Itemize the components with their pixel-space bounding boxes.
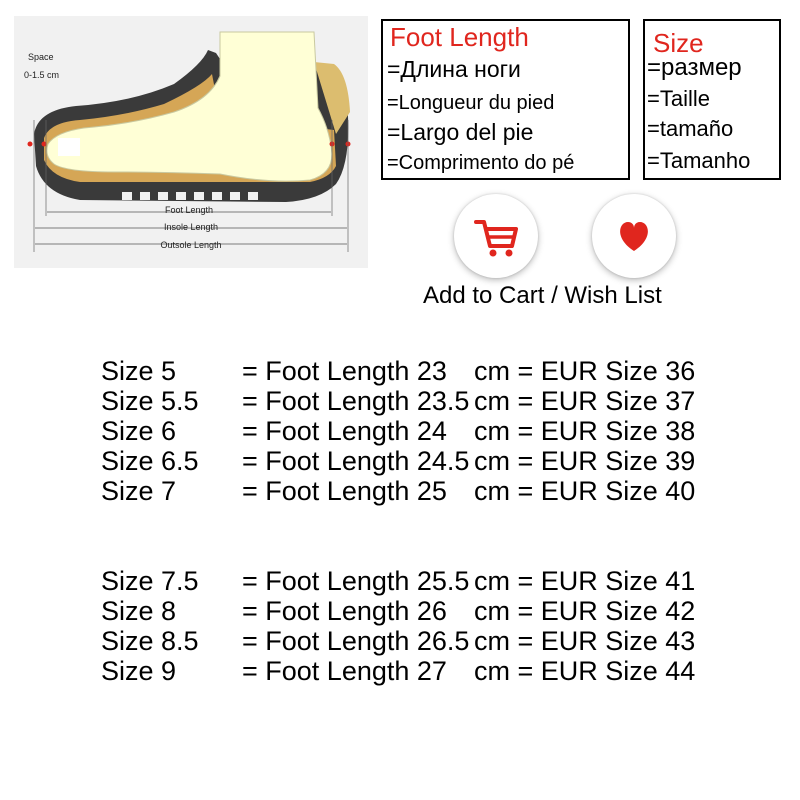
size-translation-russian: =размер [647, 54, 742, 81]
translation-french: =Longueur du pied [387, 92, 555, 114]
foot-length-value: = Foot Length 24.5 [242, 446, 470, 476]
size-value: Size 8 [101, 596, 177, 626]
cart-wishlist-caption: Add to Cart / Wish List [423, 282, 662, 309]
foot-length-heading: Foot Length [390, 22, 529, 52]
size-translation-spanish: =tamaño [647, 116, 734, 141]
size-value: Size 9 [101, 656, 177, 686]
insole-length-label: Insole Length [164, 222, 218, 232]
eur-size-value: cm = EUR Size 41 [474, 566, 696, 596]
foot-length-value: = Foot Length 25.5 [242, 566, 470, 596]
outsole-length-label: Outsole Length [160, 240, 221, 250]
size-translation-portuguese: =Tamanho [647, 148, 751, 173]
foot-length-value: = Foot Length 27 [242, 656, 447, 686]
eur-size-value: cm = EUR Size 44 [474, 656, 696, 686]
foot-length-value: = Foot Length 23.5 [242, 386, 470, 416]
shopping-cart-icon [474, 220, 518, 257]
translation-portuguese: =Comprimento do pé [387, 152, 575, 174]
add-to-wish-list-button[interactable] [592, 194, 676, 278]
eur-size-value: cm = EUR Size 38 [474, 416, 696, 446]
eur-size-value: cm = EUR Size 43 [474, 626, 696, 656]
space-value: 0-1.5 cm [24, 70, 59, 80]
size-heading: Size [653, 28, 704, 58]
add-to-cart-button[interactable] [454, 194, 538, 278]
foot-length-value: = Foot Length 24 [242, 416, 447, 446]
size-value: Size 6 [101, 416, 177, 446]
size-value: Size 7.5 [101, 566, 199, 596]
foot-measurement-diagram: Space 0-1.5 cm Foot Length Insole Length… [14, 16, 368, 268]
eur-size-value: cm = EUR Size 37 [474, 386, 696, 416]
foot-length-translations-box: Foot Length =Длина ноги =Longueur du pie… [381, 19, 630, 180]
eur-size-value: cm = EUR Size 36 [474, 356, 696, 386]
foot-length-value: = Foot Length 26.5 [242, 626, 470, 656]
eur-size-value: cm = EUR Size 40 [474, 476, 696, 506]
eur-size-value: cm = EUR Size 42 [474, 596, 696, 626]
foot-length-value: = Foot Length 26 [242, 596, 447, 626]
size-value: Size 7 [101, 476, 177, 506]
foot-length-value: = Foot Length 25 [242, 476, 447, 506]
size-translation-french: =Taille [647, 86, 710, 111]
translation-spanish: =Largo del pie [387, 119, 534, 145]
heart-icon [620, 222, 648, 251]
eur-size-value: cm = EUR Size 39 [474, 446, 696, 476]
size-value: Size 5 [101, 356, 177, 386]
size-value: Size 6.5 [101, 446, 199, 476]
foot-length-value: = Foot Length 23 [242, 356, 447, 386]
size-value: Size 5.5 [101, 386, 199, 416]
translation-russian: =Длина ноги [387, 56, 521, 82]
size-translations-box: Size =размер =Taille =tamaño =Tamanho [643, 19, 781, 180]
space-label: Space [28, 52, 54, 62]
foot-length-label: Foot Length [165, 205, 213, 215]
size-value: Size 8.5 [101, 626, 199, 656]
